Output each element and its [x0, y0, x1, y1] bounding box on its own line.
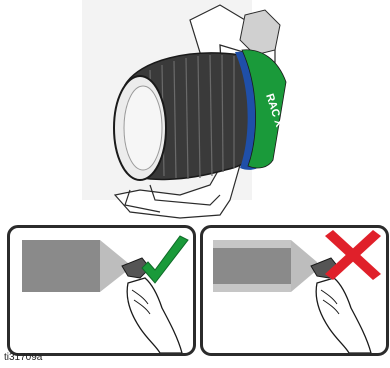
x-mark-icon [325, 230, 381, 280]
figure-id-label: ti31709a [4, 352, 42, 363]
spray-tail-bottom [213, 284, 291, 292]
spray-tip-drawing: RAC X™ FF LP [70, 0, 330, 225]
spray-tail-top [213, 240, 291, 248]
correct-spray-drawing [10, 228, 193, 353]
incorrect-spray-panel [200, 225, 389, 356]
correct-spray-panel [7, 225, 196, 356]
spray-tip-illustration: RAC X™ FF LP [70, 0, 330, 225]
spray-pattern-block [22, 240, 100, 292]
tip-cap-face-inner [124, 86, 162, 170]
incorrect-spray-drawing [203, 228, 386, 353]
check-mark-icon [142, 236, 188, 283]
hand-drawing [316, 278, 371, 353]
spray-pattern-block [213, 246, 291, 286]
hand-drawing [127, 278, 182, 353]
